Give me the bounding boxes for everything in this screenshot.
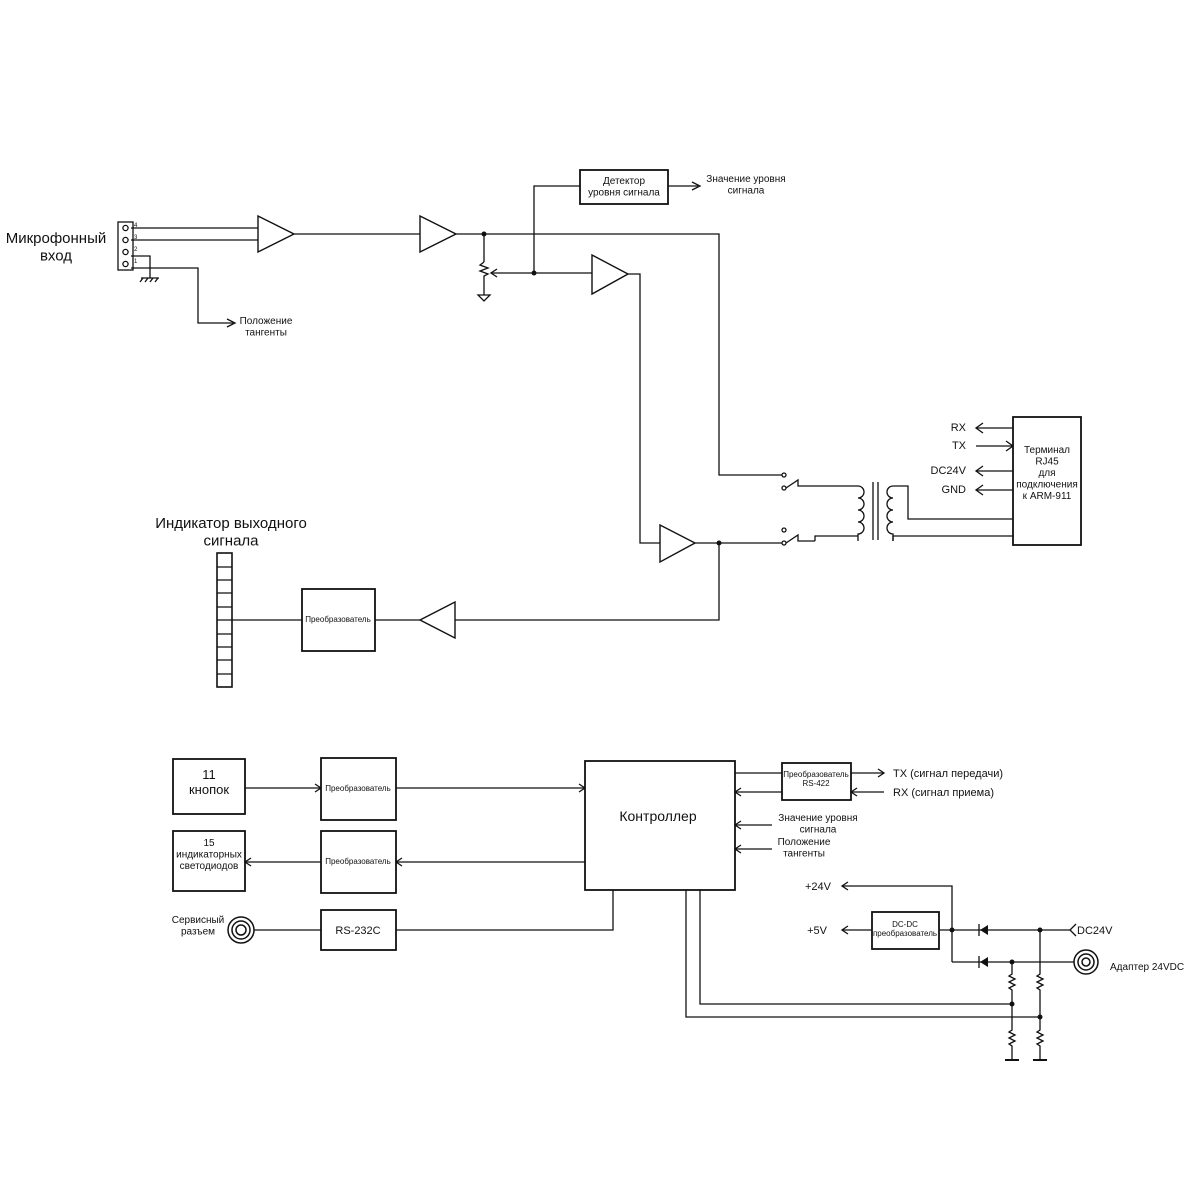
wire-tr-primary	[814, 485, 858, 541]
dc24v-input-label: DC24V	[1077, 925, 1113, 937]
output-level-bargraph	[216, 552, 233, 688]
indicator-amplifier	[418, 600, 456, 640]
junction-divider-right	[1037, 1014, 1043, 1020]
leds-converter-box	[320, 830, 397, 894]
detector-box	[579, 169, 669, 205]
ptt-arrow	[226, 318, 237, 328]
service-port-connector	[227, 916, 255, 944]
arrow-24v	[840, 881, 849, 891]
arrow-controller-conv	[394, 857, 403, 867]
rs232-label: RS-232C	[335, 925, 380, 937]
mic-amplifier-1	[257, 214, 296, 254]
v24-label: +24V	[805, 881, 832, 893]
pot-wiper-arrow	[489, 268, 498, 278]
mic-connector-pins	[122, 224, 129, 268]
pin-label-4: 4	[134, 223, 138, 229]
buttons-converter-label: Преобразователь	[325, 784, 391, 793]
wire-amp3-down	[628, 273, 660, 544]
buttons-converter-box	[320, 757, 397, 821]
junction-bus-dcdc	[949, 927, 955, 933]
dcdc-converter-box	[871, 911, 940, 950]
leds-block	[172, 830, 246, 892]
arrow-5v	[840, 925, 849, 935]
diode-dc24v	[978, 924, 988, 936]
divider-left	[1007, 962, 1017, 1060]
mic-amplifier-2	[419, 214, 458, 254]
controller-label: Контроллер	[619, 808, 696, 824]
rj-dc24v-label: DC24V	[931, 465, 967, 477]
arrow-ctrl-signal-level	[733, 820, 742, 830]
arrow-rx-in	[849, 787, 858, 797]
detector-feed	[533, 185, 580, 273]
wire-controller-sense-2	[685, 890, 1040, 1018]
rs422-converter-box	[781, 762, 852, 801]
indicator-converter-box	[301, 588, 376, 652]
arrow-tx-out	[877, 768, 886, 778]
rj-rx-label: RX	[951, 422, 967, 434]
arrow-ctrl-ptt	[733, 844, 742, 854]
mic-amplifier-3	[591, 253, 630, 296]
pin-label-3: 3	[134, 235, 138, 241]
detector-out-arrow	[691, 181, 702, 191]
rj-tx-arrow	[1005, 440, 1015, 452]
arrow-rs422-rx	[733, 787, 742, 797]
line-amplifier	[659, 523, 697, 564]
transformer-core	[872, 482, 879, 540]
wire-24v-bus	[842, 885, 953, 962]
wire-rs232-controller	[396, 890, 614, 931]
pin-label-2: 2	[134, 247, 138, 253]
wire-amp2-out	[456, 233, 782, 476]
indicator-converter-label: Преобразователь	[305, 615, 371, 624]
adapter-label: Адаптер 24VDC	[1110, 962, 1184, 973]
ground-symbol-pot	[476, 290, 492, 302]
wire-controller-sense-1	[699, 890, 1012, 1005]
ground-symbol-mic	[139, 277, 159, 283]
arrow-conv-leds	[243, 857, 252, 867]
transformer-primary-coil	[857, 485, 865, 541]
rj-rx-arrow	[974, 422, 984, 434]
mic-connector	[117, 221, 134, 271]
controller-box	[584, 760, 736, 891]
wire-tr-secondary	[892, 485, 1013, 541]
switch-upper	[781, 472, 815, 491]
rj-gnd-label: GND	[942, 484, 967, 496]
ptt-wire	[131, 267, 233, 324]
switch-lower	[781, 527, 815, 546]
junction-divider-left	[1009, 1001, 1015, 1007]
rj-gnd-arrow	[974, 484, 984, 496]
wire-to-indicator	[455, 543, 720, 621]
tx-out-label: TX (сигнал передачи)	[893, 768, 1003, 780]
potentiometer	[478, 261, 490, 290]
v5-label: +5V	[807, 925, 828, 937]
leds-converter-label: Преобразователь	[325, 857, 391, 866]
mic-ground-wire	[131, 255, 151, 278]
rj-tx-label: TX	[952, 440, 967, 452]
rj45-terminal-box	[1012, 416, 1082, 546]
dc24v-input-symbol	[1069, 923, 1077, 937]
buttons-block	[172, 758, 246, 815]
adapter-connector	[1073, 949, 1099, 975]
rj-dc24v-arrow	[974, 465, 984, 477]
pin-label-1: 1	[134, 259, 138, 265]
rx-in-label: RX (сигнал приема)	[893, 787, 994, 799]
transformer-secondary-coil	[886, 485, 894, 541]
divider-right	[1035, 930, 1045, 1060]
